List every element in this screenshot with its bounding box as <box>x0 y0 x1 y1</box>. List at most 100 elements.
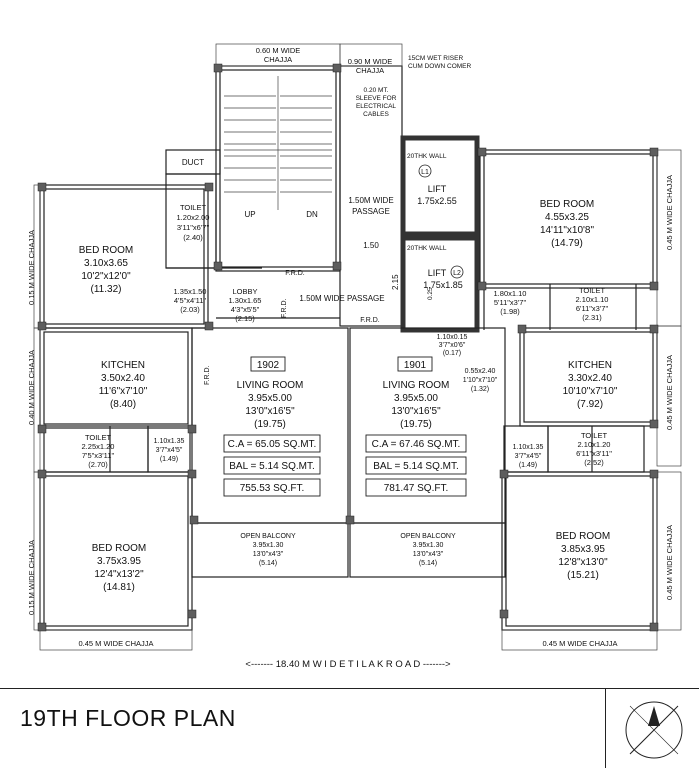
room-area: (1.49) <box>519 462 537 469</box>
column-block <box>187 609 197 619</box>
room-name: TOILET <box>581 431 608 440</box>
room-area: (2.70) <box>88 460 108 469</box>
wet-riser-line2: CUM DOWN COMER <box>408 63 471 70</box>
room-area: (5.14) <box>259 560 277 567</box>
flat-1901: 1901 LIVING ROOM 3.95x5.00 13'0"x16'5" (… <box>365 356 467 497</box>
room-imperial: 3'7"x0'6" <box>439 342 466 349</box>
room-area: (5.14) <box>419 560 437 567</box>
lift-l2: LIFT L2 1.75x1.85 <box>423 265 464 290</box>
frd-label-3: F.R.D. <box>281 299 288 319</box>
room-imperial: 3'7"x4'5" <box>515 453 542 460</box>
room-imperial: 13'0"x4'3" <box>253 551 284 558</box>
chajja-top-stair-line2: CHAJJA <box>264 55 292 64</box>
room-imperial: 12'4"x13'2" <box>94 569 144 580</box>
living-room-area: (19.75) <box>400 419 432 430</box>
room-name: TOILET <box>85 433 112 442</box>
living-room-name: LIVING ROOM <box>237 380 304 391</box>
room-size: 0.55x2.40 <box>465 368 496 375</box>
room-area: (14.81) <box>103 582 135 593</box>
room-area: (1.49) <box>160 456 178 463</box>
chajja-top-stair-line1: 0.60 M WIDE <box>256 46 301 55</box>
flat-sqft: 781.47 SQ.FT. <box>384 483 448 494</box>
column-block <box>517 324 527 334</box>
frd-label-4: F.R.D. <box>204 366 211 386</box>
north-arrow-icon <box>625 701 683 759</box>
column-block <box>649 622 659 632</box>
room-name: TOILET <box>579 286 606 295</box>
staircase <box>224 76 332 210</box>
room-imperial: 10'10"x7'10" <box>563 386 618 397</box>
lift-l2-name: LIFT <box>428 268 447 278</box>
balcony-area: BAL = 5.14 SQ.MT. <box>373 461 459 472</box>
lift-l1-name: LIFT <box>428 184 447 194</box>
room-imperial: 3'11"x6'7" <box>177 223 210 232</box>
lift-l1: L1 LIFT 1.75x2.55 <box>417 164 457 206</box>
room-size: 1.20x2.00 <box>177 213 210 222</box>
room-size: 1.10x1.35 <box>154 438 185 445</box>
room-area: (7.92) <box>577 399 603 410</box>
carpet-area: C.A = 67.46 SQ.MT. <box>372 439 461 450</box>
room-imperial: 7'5"x3'11" <box>82 451 115 460</box>
room-dress-right: 1.80x1.10 5'11"x3'7" (1.98) <box>494 289 527 316</box>
room-area: (2.52) <box>584 458 604 467</box>
room-imperial: 14'11"x10'8" <box>540 225 595 236</box>
column-block <box>204 182 214 192</box>
column-block <box>187 469 197 479</box>
room-name: KITCHEN <box>101 360 145 371</box>
room-name: BED ROOM <box>556 531 610 542</box>
chajja-right-mid: 0.45 M WIDE CHAJJA <box>665 355 674 430</box>
living-room-imperial: 13'0"x16'5" <box>245 406 295 417</box>
stair-dn: DN <box>306 210 318 219</box>
room-size: 1.30x1.65 <box>229 296 262 305</box>
column-block <box>345 515 355 525</box>
lift-l2-badge: L2 <box>453 270 461 277</box>
floor-plan-title: 19TH FLOOR PLAN <box>20 705 236 731</box>
room-pass-right: 0.55x2.40 1'10"x7'10" (1.32) <box>463 368 498 393</box>
stair-up: UP <box>244 210 255 219</box>
column-block <box>187 424 197 434</box>
column-block <box>37 321 47 331</box>
chajja-bottom-left: 0.45 M WIDE CHAJJA <box>78 639 153 648</box>
room-imperial: 5'11"x3'7" <box>494 298 527 307</box>
frd-label-1: F.R.D. <box>285 270 305 277</box>
room-name: KITCHEN <box>568 360 612 371</box>
column-block <box>649 147 659 157</box>
carpet-area: C.A = 65.05 SQ.MT. <box>228 439 317 450</box>
room-size: 3.10x3.65 <box>84 258 128 269</box>
room-area: (2.03) <box>180 305 200 314</box>
room-imperial: 11'6"x7'10" <box>99 386 148 397</box>
room-area: (14.79) <box>551 238 583 249</box>
room-size: 3.95x1.30 <box>253 542 284 549</box>
chajja-left-top: 0.15 M WIDE CHAJJA <box>27 230 36 305</box>
column-block <box>649 324 659 334</box>
room-size: 2.25x1.20 <box>82 442 115 451</box>
column-block <box>213 261 223 271</box>
passage-top-line2: PASSAGE <box>352 207 390 216</box>
frd-label-2: F.R.D. <box>360 317 380 324</box>
room-area: (8.40) <box>110 399 136 410</box>
room-area: (11.32) <box>91 284 122 295</box>
walls <box>33 43 682 651</box>
room-bed-bottom-right: BED ROOM 3.85x3.95 12'8"x13'0" (15.21) <box>556 531 610 581</box>
room-size: 3.50x2.40 <box>101 373 145 384</box>
column-block <box>477 281 487 291</box>
passage-dim: 1.50 <box>363 241 379 250</box>
room-size: 3.30x2.40 <box>568 373 612 384</box>
sleeve-line2: SLEEVE FOR <box>356 95 397 102</box>
room-kitchen-left: KITCHEN 3.50x2.40 11'6"x7'10" (8.40) <box>99 360 148 410</box>
room-bed-bottom-left: BED ROOM 3.75x3.95 12'4"x13'2" (14.81) <box>92 543 146 593</box>
column-block <box>649 469 659 479</box>
column-block <box>204 321 214 331</box>
room-imperial: 6'11"x3'11" <box>576 449 612 458</box>
room-passage-small: 1.10x0.15 3'7"x0'6" (0.17) <box>437 334 468 357</box>
chajja-top-passage-line2: CHAJJA <box>356 66 384 75</box>
annotation-notes: 15CM WET RISER CUM DOWN COMER 0.20 MT. S… <box>356 55 472 300</box>
lift-l2-size: 1.75x1.85 <box>423 280 463 290</box>
room-name: OPEN BALCONY <box>400 533 456 540</box>
column-block <box>332 63 342 73</box>
room-imperial: 4'5"x4'11" <box>174 296 207 305</box>
column-block <box>477 147 487 157</box>
room-size: 1.35x1.50 <box>174 287 207 296</box>
room-dress-left: 1.35x1.50 4'5"x4'11" (2.03) <box>174 287 207 314</box>
